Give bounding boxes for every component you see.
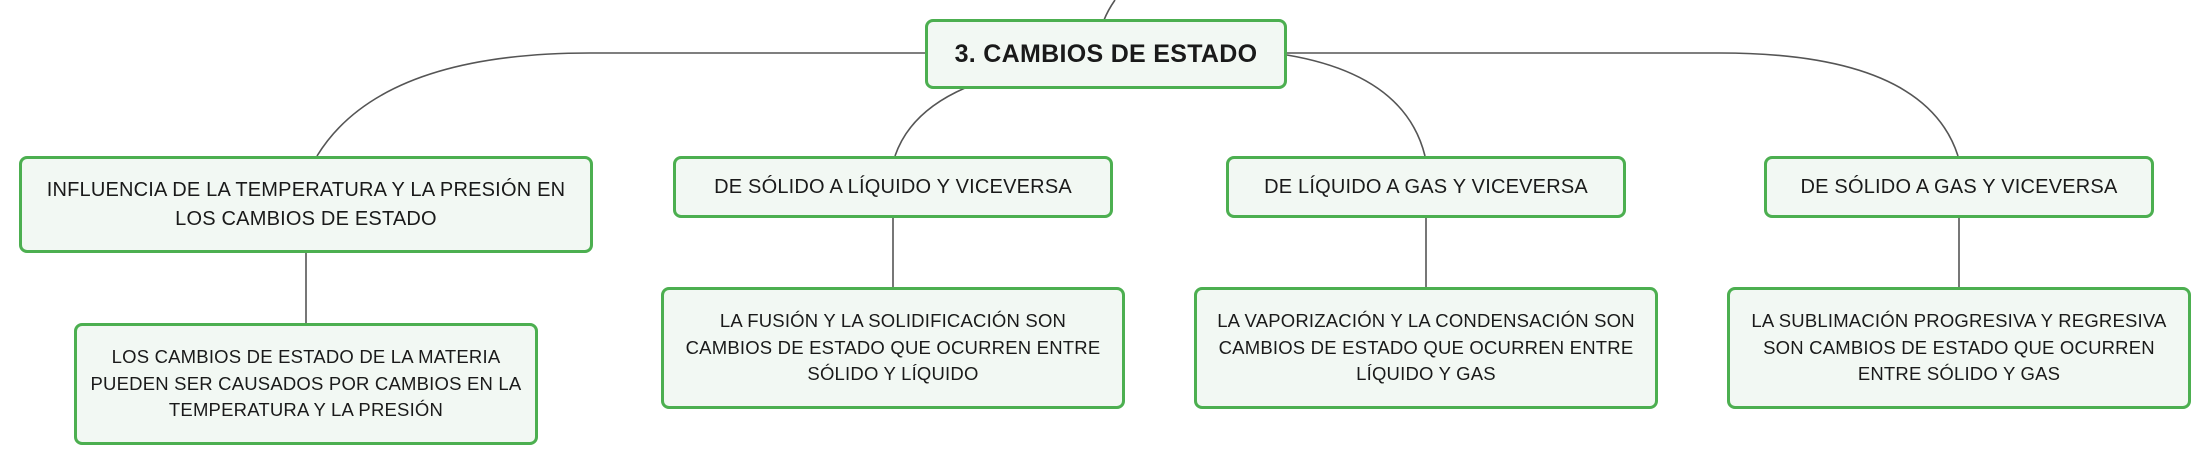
branch-node-solid-liquid[interactable]: DE SÓLIDO A LÍQUIDO Y VICEVERSA [673,156,1113,218]
detail-node-solid-liquid[interactable]: LA FUSIÓN Y LA SOLIDIFICACIÓN SON CAMBIO… [661,287,1125,409]
detail-node-liquid-gas[interactable]: LA VAPORIZACIÓN Y LA CONDENSACIÓN SON CA… [1194,287,1658,409]
branch-node-label: DE SÓLIDO A GAS Y VICEVERSA [1800,175,2118,198]
connector-root-branch-2 [894,87,966,157]
branch-node-label: INFLUENCIA DE LA TEMPERATURA Y LA PRESIÓ… [46,178,566,230]
connector-root-branch-3 [1286,54,1426,157]
root-node[interactable]: 3. CAMBIOS DE ESTADO [925,19,1287,89]
detail-node-temperature-pressure[interactable]: LOS CAMBIOS DE ESTADO DE LA MATERIA PUED… [74,323,538,445]
detail-node-text: LA FUSIÓN Y LA SOLIDIFICACIÓN SON CAMBIO… [685,309,1101,385]
detail-node-text: LA SUBLIMACIÓN PROGRESIVA Y REGRESIVA SO… [1751,309,2167,385]
root-node-label: 3. CAMBIOS DE ESTADO [954,39,1258,68]
detail-node-solid-gas[interactable]: LA SUBLIMACIÓN PROGRESIVA Y REGRESIVA SO… [1727,287,2191,409]
connector-root-branch-4 [1287,52,1959,157]
branch-node-liquid-gas[interactable]: DE LÍQUIDO A GAS Y VICEVERSA [1226,156,1626,218]
branch-node-label: DE LÍQUIDO A GAS Y VICEVERSA [1264,175,1588,198]
detail-node-text: LOS CAMBIOS DE ESTADO DE LA MATERIA PUED… [90,345,522,421]
connector-parent-root [1103,0,1116,21]
branch-node-solid-gas[interactable]: DE SÓLIDO A GAS Y VICEVERSA [1764,156,2154,218]
branch-node-label: DE SÓLIDO A LÍQUIDO Y VICEVERSA [714,175,1072,198]
detail-node-text: LA VAPORIZACIÓN Y LA CONDENSACIÓN SON CA… [1217,309,1635,385]
connector-root-branch-1 [316,52,925,157]
branch-node-temperature-pressure[interactable]: INFLUENCIA DE LA TEMPERATURA Y LA PRESIÓ… [19,156,593,253]
